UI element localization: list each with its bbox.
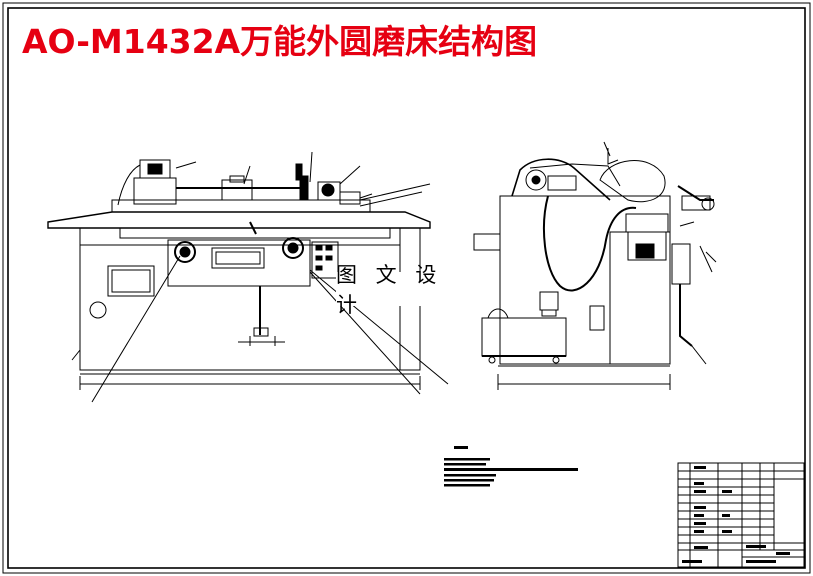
title-block xyxy=(677,462,805,568)
front-view xyxy=(47,151,449,403)
technical-notes xyxy=(444,446,578,487)
title-block-fills xyxy=(682,466,790,563)
watermark-text: 图 文 设 计 xyxy=(336,263,480,317)
drawing-title: AO-M1432A万能外圆磨床结构图 xyxy=(22,22,538,61)
side-view xyxy=(473,141,717,390)
